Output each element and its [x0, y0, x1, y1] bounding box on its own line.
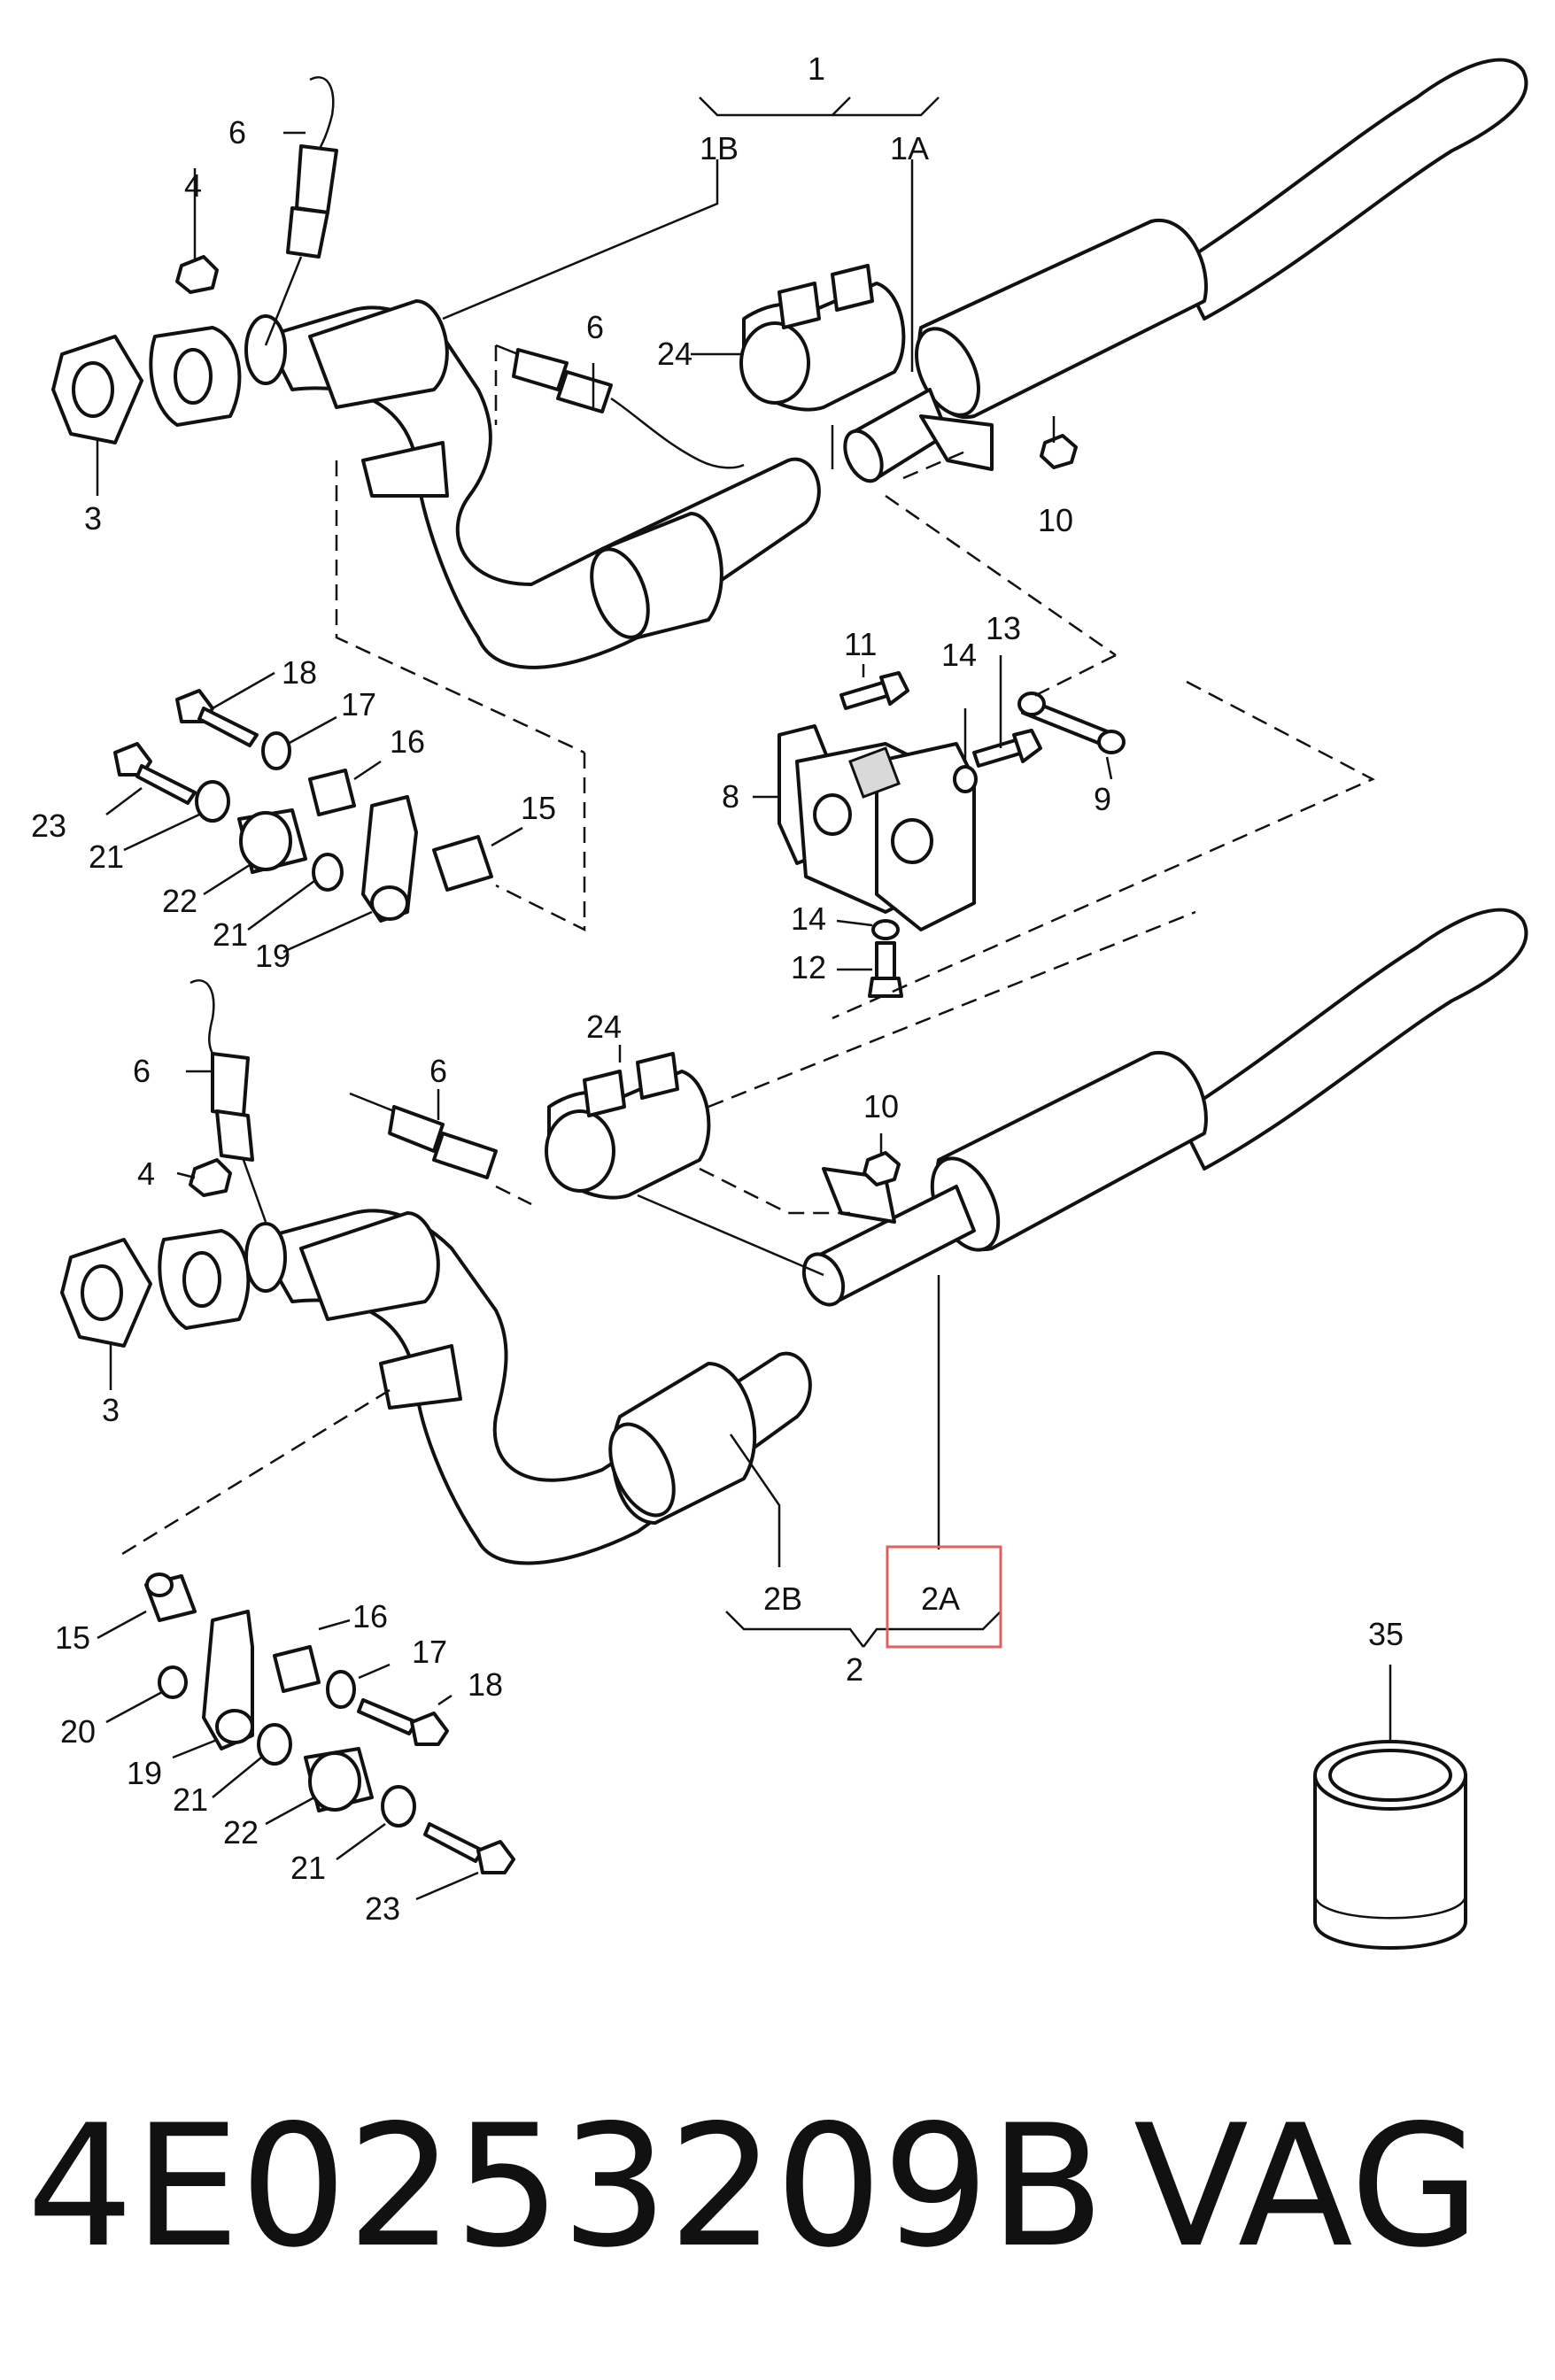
part-number: 4E0253209B [27, 2089, 1105, 2284]
footer: 4E0253209B VAG [0, 2072, 1555, 2302]
callout-3-upper: 3 [84, 500, 102, 537]
lower-exhaust-assembly [60, 908, 1528, 1648]
callout-18-upper: 18 [282, 654, 317, 691]
callout-24-lower: 24 [586, 1008, 622, 1045]
callout-35: 35 [1368, 1616, 1404, 1652]
callout-19-lower: 19 [127, 1755, 162, 1791]
callout-3-lower: 3 [102, 1392, 120, 1428]
callout-2A: 2A [921, 1580, 960, 1617]
callout-23-upper: 23 [31, 808, 66, 844]
callout-18-lower: 18 [468, 1666, 503, 1703]
callout-11: 11 [844, 626, 877, 662]
callout-14-lower: 14 [791, 900, 826, 937]
callout-21-lower-a: 21 [173, 1781, 208, 1818]
callout-6-upper-mid: 6 [586, 309, 604, 345]
callout-19-upper: 19 [255, 938, 290, 974]
upper-exhaust-assembly [51, 58, 1528, 754]
callout-4-lower: 4 [137, 1155, 155, 1192]
upper-mount-hardware [105, 671, 586, 954]
callout-16-upper: 16 [390, 723, 425, 760]
callout-16-lower: 16 [352, 1598, 388, 1634]
callout-22-lower: 22 [223, 1814, 259, 1851]
callout-labels: 1 1B 1A 6 4 6 24 3 10 11 13 14 18 17 16 … [31, 50, 1404, 1927]
callout-6-upper-left: 6 [228, 114, 246, 151]
callout-13: 13 [986, 610, 1021, 646]
callout-6-lower-left: 6 [133, 1053, 151, 1089]
callout-12: 12 [791, 949, 826, 985]
lower-mount-hardware [97, 1572, 515, 1901]
callout-1B: 1B [700, 130, 739, 166]
callout-17-upper: 17 [341, 686, 376, 722]
callout-9: 9 [1094, 781, 1111, 817]
brand-name: VAG [1133, 2089, 1481, 2284]
callout-17-lower: 17 [412, 1634, 447, 1670]
callout-2B: 2B [763, 1580, 802, 1617]
pipe-sleeve-35 [1313, 1665, 1467, 1950]
callout-15-lower: 15 [55, 1619, 90, 1656]
callout-24-upper: 24 [657, 336, 692, 372]
callout-21-lower-b: 21 [290, 1850, 326, 1886]
callout-10-lower: 10 [863, 1088, 899, 1124]
callout-21-upper-a: 21 [89, 838, 124, 875]
callout-10-upper: 10 [1038, 502, 1073, 538]
center-bracket-assembly [708, 653, 1375, 1109]
callout-20: 20 [60, 1713, 96, 1750]
callout-8: 8 [722, 778, 739, 815]
callout-1A: 1A [890, 130, 929, 166]
callout-6-lower-mid: 6 [429, 1053, 447, 1089]
highlight-box-2A [886, 1545, 1002, 1649]
callout-15-upper: 15 [521, 790, 556, 826]
callout-22-upper: 22 [162, 883, 197, 919]
callout-2: 2 [846, 1651, 863, 1688]
callout-1: 1 [808, 50, 825, 87]
callout-21-upper-b: 21 [213, 916, 248, 953]
callout-14-upper: 14 [941, 637, 977, 673]
callout-4-upper: 4 [184, 167, 202, 204]
callout-23-lower: 23 [365, 1890, 400, 1927]
